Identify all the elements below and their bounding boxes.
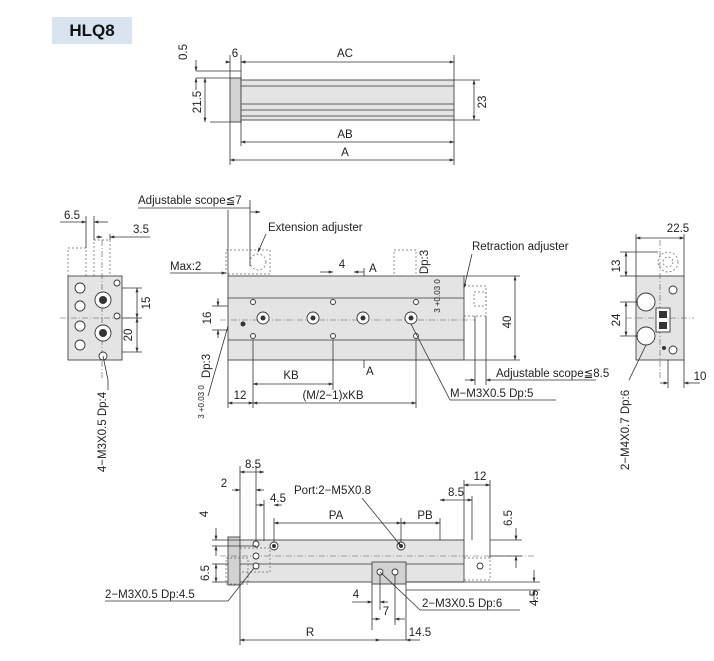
section-a-top: A [369, 263, 377, 275]
dim-16: 16 [202, 312, 214, 325]
dim-m-kb: (M/2−1)xKB [302, 390, 363, 402]
retraction-adjuster [463, 285, 487, 317]
dim-3-5: 3.5 [133, 224, 149, 236]
tol-left-value: 3 +0.03 0 [197, 385, 206, 419]
dim-8-5-right: 8.5 [448, 487, 464, 499]
front-view: A A 4 Adjustable scope≦7 Extension adjus… [138, 195, 609, 419]
dim-20: 20 [123, 329, 135, 342]
dim-6: 6 [232, 48, 238, 60]
dim-pa: PA [329, 510, 344, 522]
dim-ac: AC [337, 48, 353, 60]
section-a-bottom: A [366, 366, 374, 378]
label-extension-adjuster: Extension adjuster [268, 222, 363, 234]
dim-a: A [341, 147, 349, 159]
left-end-view: 6.5 3.5 15 20 4−M3X0.5 Dp:4 [60, 210, 153, 472]
callout-m-m3: M−M3X0.5 Dp:5 [450, 388, 533, 400]
dim-24: 24 [611, 313, 623, 326]
end-cap-bottom [227, 536, 241, 586]
dim-7: 7 [383, 606, 389, 618]
model-badge: HLQ8 [52, 17, 132, 44]
dim-13: 13 [611, 260, 623, 273]
label-adjustable-scope-right: Adjustable scope≦8.5 [496, 368, 609, 380]
callout-right-m3: 2−M3X0.5 Dp:6 [422, 598, 502, 610]
dim-14-5: 14.5 [409, 627, 431, 639]
tol-top-dp: Dp:3 [419, 250, 431, 274]
dim-6-5-right: 6.5 [503, 510, 515, 526]
dim-4-5-right: 4.5 [529, 590, 541, 606]
dim-12-bottom: 12 [474, 471, 487, 483]
label-adjustable-scope-left: Adjustable scope≦7 [138, 195, 242, 207]
callout-left-m3: 2−M3X0.5 Dp:4.5 [105, 589, 195, 601]
top-view: 0.5 6 AC 21.5 23 AB A [178, 44, 489, 165]
dim-6-5-left: 6.5 [200, 565, 212, 581]
callout-2-m4: 2−M4X0.7 Dp:6 [620, 390, 632, 470]
dim-8-5-left: 8.5 [245, 459, 261, 471]
dim-pb: PB [417, 510, 433, 522]
dim-15: 15 [141, 297, 153, 310]
dim-ab: AB [337, 129, 353, 141]
dim-22-5: 22.5 [667, 223, 689, 235]
callout-4-m3: 4−M3X0.5 Dp:4 [97, 391, 109, 472]
slide-body-top [240, 79, 455, 121]
dim-4-bottom: 4 [353, 589, 360, 601]
end-cap-left [229, 77, 242, 123]
label-max: Max:2 [170, 261, 201, 273]
dim-4-left: 4 [199, 510, 211, 517]
bottom-view: 8.5 2 4.5 12 8.5 PA PB 4 6.5 6.5 [105, 459, 541, 645]
dim-4-5-top: 4.5 [270, 493, 286, 505]
dim-10: 10 [694, 371, 707, 383]
label-retraction-adjuster: Retraction adjuster [472, 241, 569, 253]
dim-kb: KB [283, 370, 299, 382]
right-end-view: 22.5 13 24 10 2−M4X0.7 Dp:6 [611, 223, 706, 470]
dim-40: 40 [502, 316, 514, 329]
dim-23: 23 [477, 96, 489, 109]
dim-0-5: 0.5 [178, 44, 190, 60]
dim-6-5-left: 6.5 [64, 210, 80, 222]
dim-4-top: 4 [339, 259, 346, 271]
tol-left-dp: Dp:3 [201, 354, 213, 378]
extension-adjuster [225, 249, 271, 275]
dim-2: 2 [221, 478, 227, 490]
label-port: Port:2−M5X0.8 [294, 485, 371, 497]
dim-21-5: 21.5 [192, 91, 204, 113]
tol-top-value: 3 +0.03 0 [433, 279, 442, 313]
dim-r: R [306, 627, 314, 639]
dim-12: 12 [234, 390, 247, 402]
